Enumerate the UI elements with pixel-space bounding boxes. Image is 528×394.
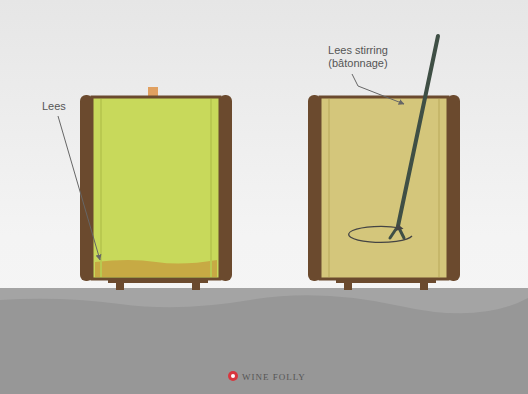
watermark: WINE FOLLY: [242, 371, 332, 384]
ground: [0, 288, 528, 394]
process-label: Lees stirring (bâtonnage): [318, 44, 398, 70]
barrel: [308, 95, 460, 290]
part-label: Lees: [42, 100, 82, 113]
leader-line: [58, 116, 100, 260]
ground-shade: [0, 295, 528, 394]
leader-line: [352, 74, 404, 104]
stir-motion-arrow: [349, 226, 412, 242]
barrel: [80, 87, 232, 290]
logo-icon: [228, 371, 238, 381]
stirring-rod: [390, 36, 438, 238]
lees-layer: [95, 260, 217, 277]
logo-icon: [231, 374, 235, 378]
